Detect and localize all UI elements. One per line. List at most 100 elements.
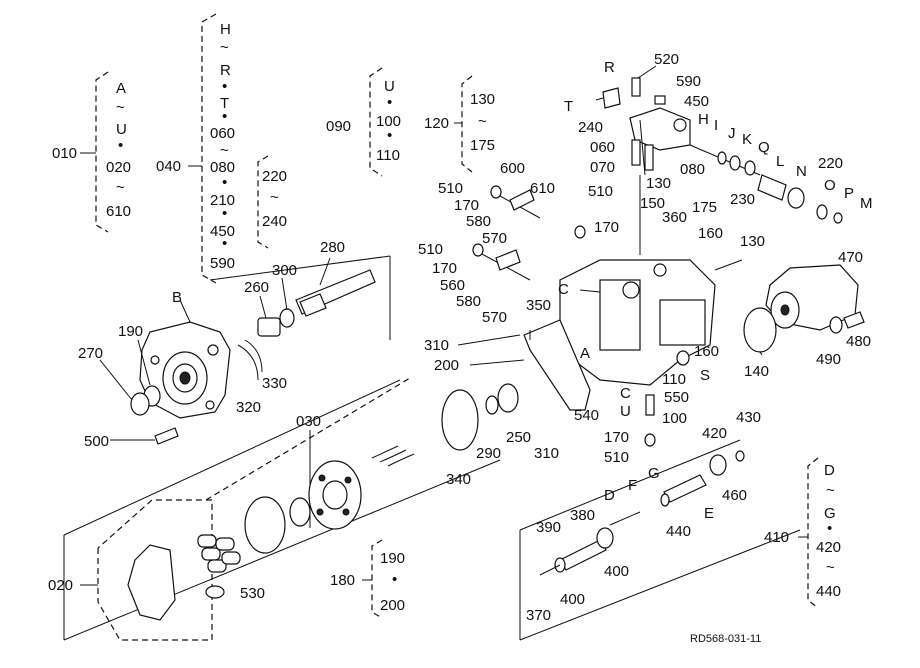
piston-set [197, 534, 241, 573]
group-040-item: R [220, 62, 231, 79]
callout-D: D [604, 487, 615, 504]
callout-490: 490 [816, 351, 841, 368]
group-030-label: 030 [296, 413, 321, 430]
group-040-item: • [222, 174, 227, 191]
bearing-250 [497, 383, 519, 413]
callout-450: 450 [684, 93, 709, 110]
callout-L: L [776, 153, 784, 170]
callout-Q: Q [758, 139, 770, 156]
leader-lines [99, 65, 763, 441]
valve-plate-340 [441, 389, 479, 451]
callout-130: 130 [646, 175, 671, 192]
callout-170: 170 [454, 197, 479, 214]
callout-100: 100 [662, 410, 687, 427]
group-040-label: 040 [156, 158, 181, 175]
callout-310: 310 [424, 337, 449, 354]
callout-330: 330 [262, 375, 287, 392]
group-040: 040 H ~ R • T • 060 ~ 080 • 210 • 450 • … [156, 13, 235, 284]
callout-520: 520 [654, 51, 679, 68]
group-120-item: 175 [470, 137, 495, 154]
callout-420: 420 [702, 425, 727, 442]
callout-510: 510 [588, 183, 613, 200]
callout-U: U [620, 403, 631, 420]
callout-550: 550 [664, 389, 689, 406]
callout-380: 380 [570, 507, 595, 524]
ring-290 [485, 395, 499, 415]
callout-M: M [860, 195, 873, 212]
group-010-item: 610 [106, 203, 131, 220]
callout-440: 440 [666, 523, 691, 540]
group-410-item: D [824, 462, 835, 479]
callout-590: 590 [676, 73, 701, 90]
callout-110: 110 [662, 371, 686, 388]
callout-240: 240 [578, 119, 603, 136]
callout-T: T [564, 98, 573, 115]
retainer-plate [244, 496, 286, 554]
callout-175: 175 [692, 199, 717, 216]
side-fittings [472, 185, 690, 447]
ring-300 [279, 308, 295, 328]
callout-C: C [620, 385, 631, 402]
callout-310: 310 [534, 445, 559, 462]
callout-390: 390 [536, 519, 561, 536]
callout-510: 510 [438, 180, 463, 197]
callout-370: 370 [526, 607, 551, 624]
callout-F: F [628, 477, 637, 494]
front-flange-housing [139, 321, 231, 419]
group-010-item: • [118, 137, 123, 154]
callout-220: 220 [818, 155, 843, 172]
callout-260: 260 [244, 279, 269, 296]
group-410: 410 D ~ G • 420 ~ 440 [764, 457, 841, 609]
group-010-item: U [116, 121, 127, 138]
callout-360: 360 [662, 209, 687, 226]
group-410-item: ~ [826, 482, 835, 499]
callout-H: H [698, 111, 709, 128]
callout-070: 070 [590, 159, 615, 176]
callout-580: 580 [456, 293, 481, 310]
group-410-item: • [827, 520, 832, 537]
callout-540: 540 [574, 407, 599, 424]
cylinder-block [308, 460, 362, 530]
gasket-200 [523, 319, 591, 411]
springs [371, 445, 415, 467]
group-010: 010 A ~ U • 020 ~ 610 [52, 71, 131, 233]
group-010-item: ~ [116, 179, 125, 196]
group-040-item: 080 [210, 159, 235, 176]
group-120-item: ~ [478, 113, 487, 130]
callout-570: 570 [482, 309, 507, 326]
group-040-item: • [222, 205, 227, 222]
group-010-item: A [116, 80, 126, 97]
group-090-item: 110 [376, 147, 400, 164]
group-040-item: ~ [220, 39, 229, 56]
callout-570: 570 [482, 230, 507, 247]
group-410-item: ~ [826, 559, 835, 576]
callout-170: 170 [594, 219, 619, 236]
callout-160: 160 [694, 343, 719, 360]
group-020: 020 [48, 379, 501, 641]
callout-530: 530 [240, 585, 265, 602]
swash-plate-bracket [127, 544, 176, 621]
callout-130: 130 [740, 233, 765, 250]
group-120: 120 130 ~ 175 [424, 75, 495, 173]
callout-170: 170 [432, 260, 457, 277]
group-040-item: T [220, 95, 229, 112]
callout-labels: 280 300 260 B 190 270 330 320 500 510 17… [78, 51, 873, 624]
group-040-item: 210 [210, 192, 235, 209]
callout-610: 610 [530, 180, 555, 197]
callout-E: E [704, 505, 714, 522]
relief-valve-line [689, 144, 843, 224]
group-180-item: 190 [380, 550, 405, 567]
group-120-item: 130 [470, 91, 495, 108]
group-090-item: • [387, 127, 392, 144]
plug-530 [205, 585, 225, 599]
group-010-label: 010 [52, 145, 77, 162]
o-ring-140 [743, 307, 777, 353]
group-040-item: 060 [210, 125, 235, 142]
callout-600: 600 [500, 160, 525, 177]
washer-490 [829, 316, 843, 334]
callout-140: 140 [744, 363, 769, 380]
plug-R [602, 87, 621, 109]
group-220: 220 ~ 240 [257, 155, 287, 249]
group-040-item: 590 [210, 255, 235, 272]
